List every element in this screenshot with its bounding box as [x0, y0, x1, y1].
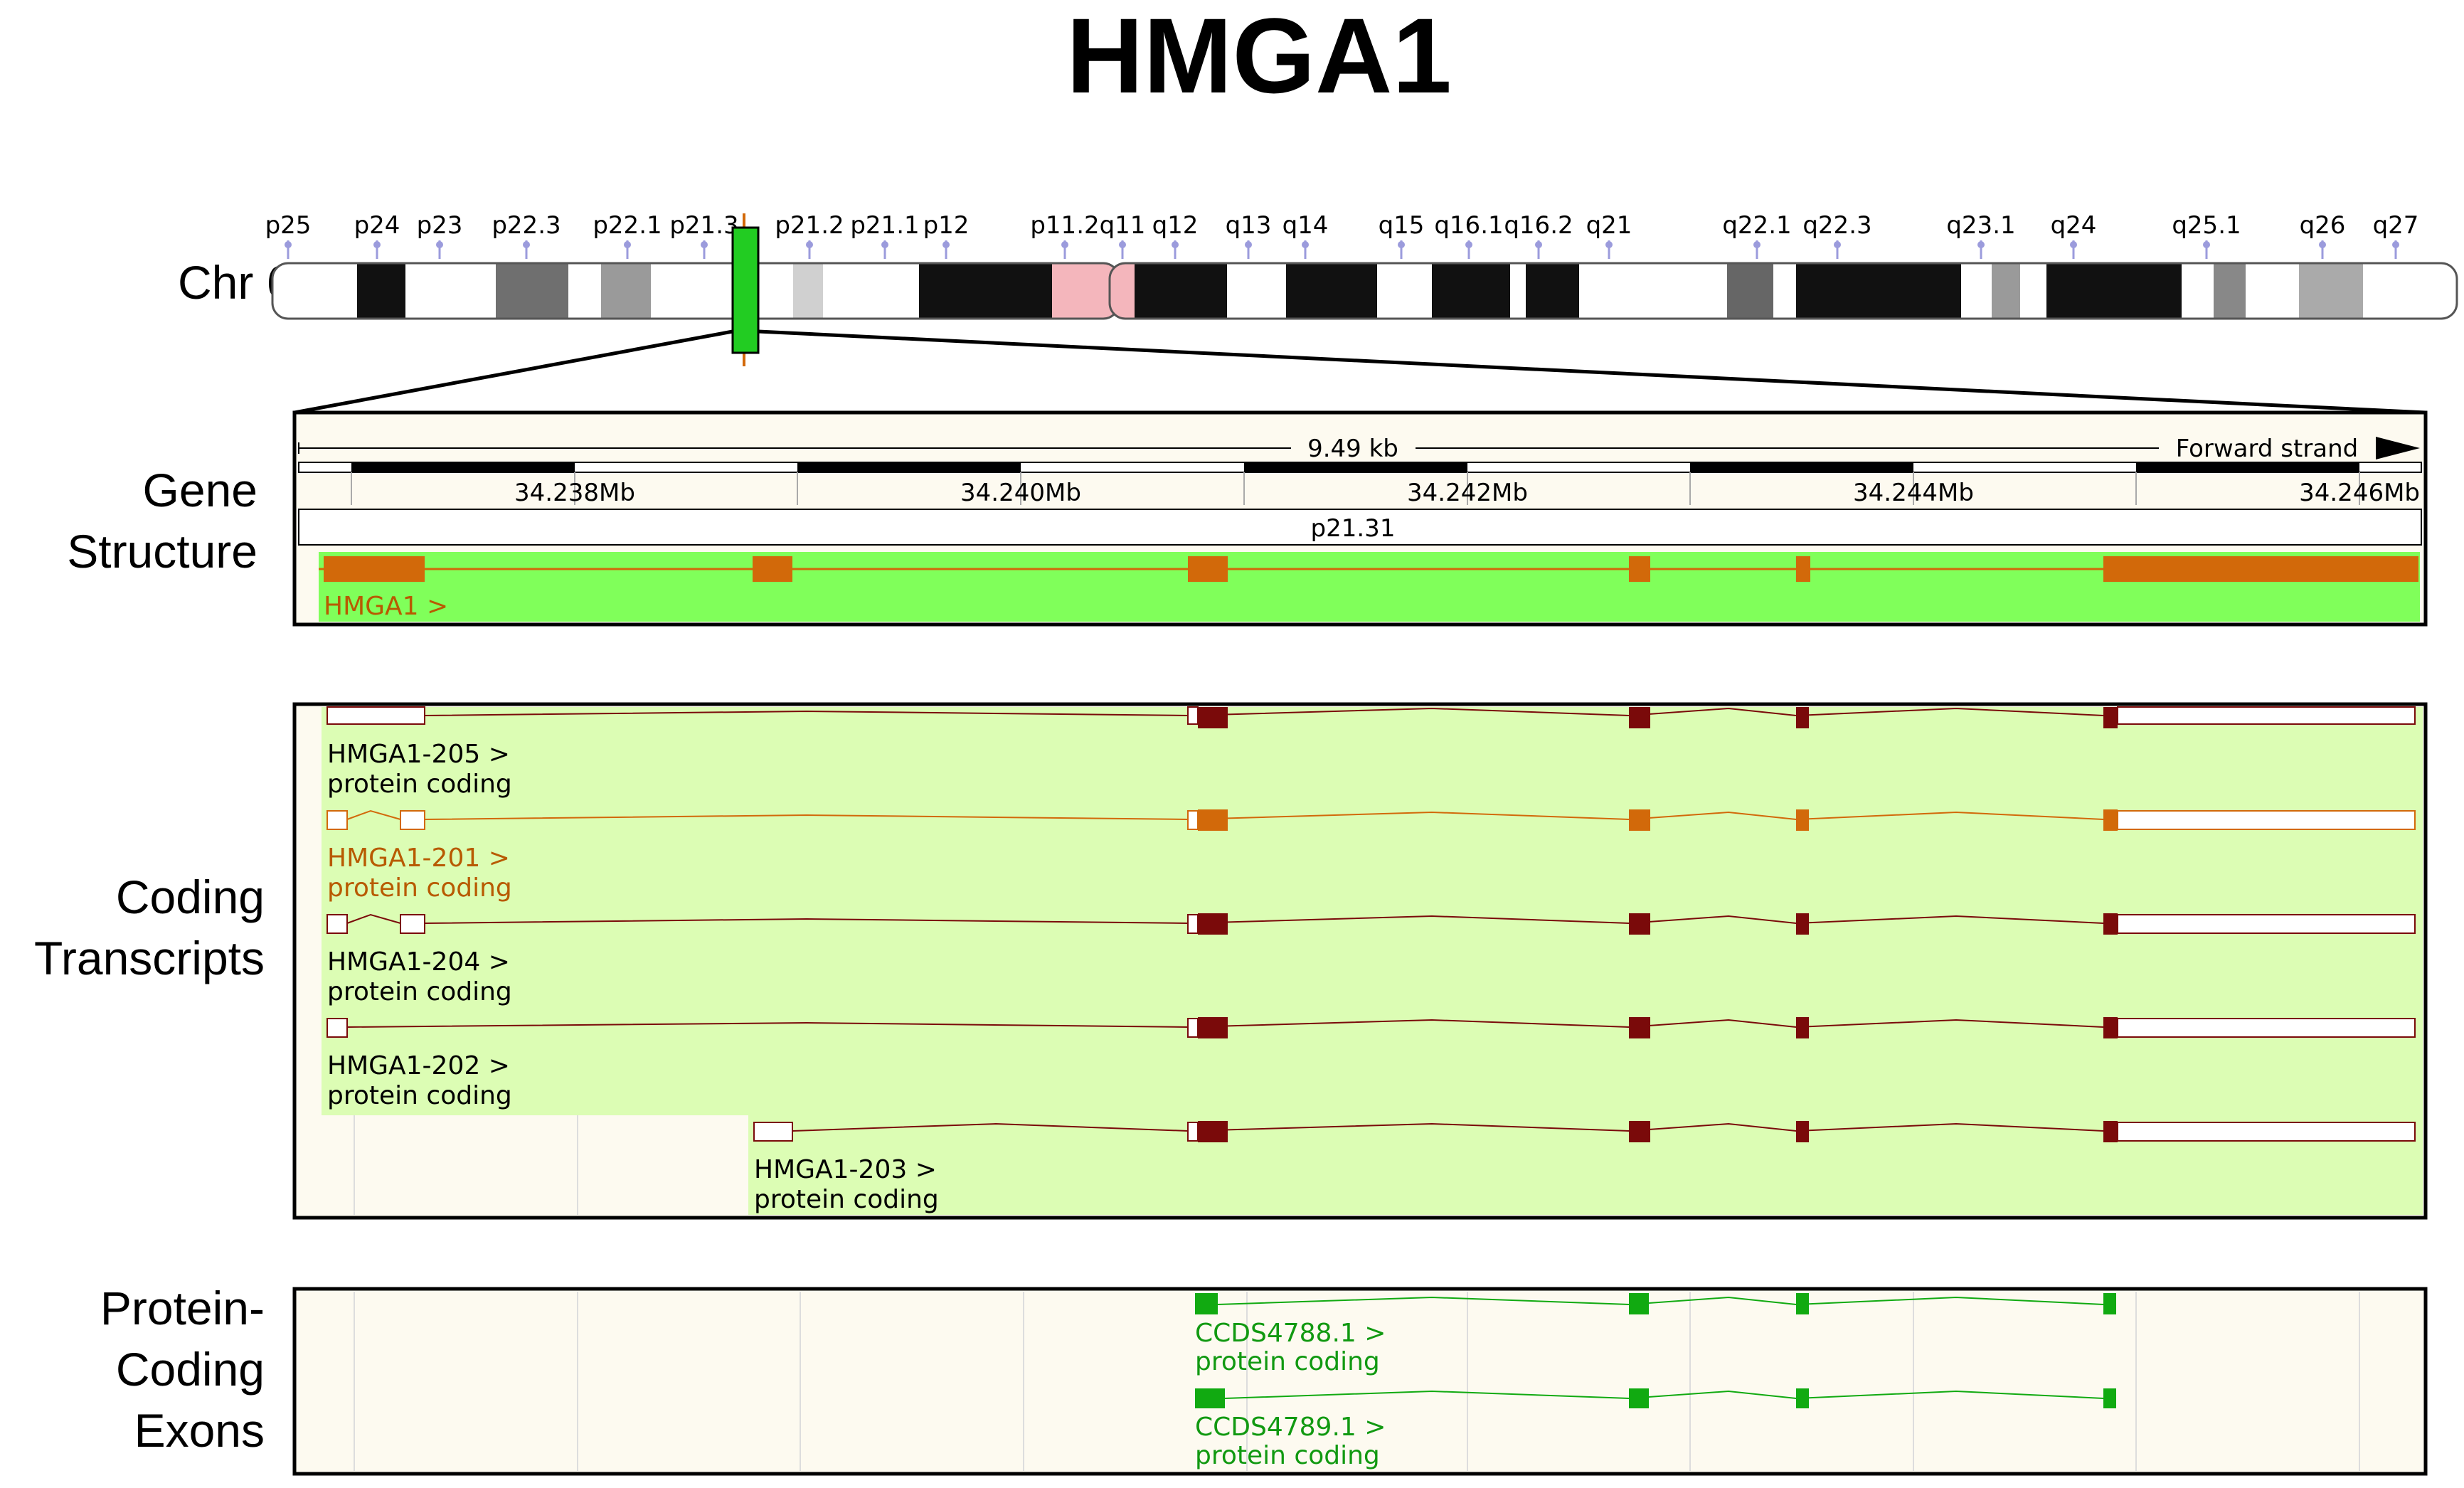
- ccds-name: CCDS4789.1 >: [1195, 1413, 1386, 1442]
- gene-label: HMGA1 >: [324, 592, 448, 621]
- chromosome-ideogram: [271, 213, 2458, 366]
- coord-label: 34.244Mb: [1853, 479, 1974, 507]
- gene-size-label: 9.49 kb: [1307, 435, 1398, 463]
- band-tick-pin: [942, 241, 950, 248]
- band-tick-pin: [1535, 241, 1542, 248]
- band-tick-pin: [436, 241, 443, 248]
- transcript-name: HMGA1-202 >: [327, 1051, 510, 1080]
- band-label: q15: [1379, 211, 1425, 240]
- protein-exons-label-line1: Protein-: [100, 1282, 265, 1334]
- band-label: q11: [1100, 211, 1146, 240]
- band-label: p21.2: [775, 211, 844, 240]
- band-tick-pin: [1977, 241, 1985, 248]
- forward-strand-arrow-icon: [2376, 437, 2420, 459]
- band-tick-pin: [1398, 241, 1405, 248]
- band-label: q13: [1226, 211, 1272, 240]
- band-label: p11.2: [1030, 211, 1099, 240]
- band-label: q26: [2300, 211, 2346, 240]
- band-tick-pin: [1061, 241, 1068, 248]
- band-tick-pin: [1245, 241, 1252, 248]
- band-label: q21: [1586, 211, 1632, 240]
- band-tick-pin: [1605, 241, 1613, 248]
- band-label: q14: [1283, 211, 1329, 240]
- ccds-name: CCDS4788.1 >: [1195, 1319, 1386, 1348]
- band-tick-pin: [881, 241, 888, 248]
- coding-transcripts-label-line1: Coding: [116, 871, 265, 923]
- gene-structure-panel: 9.49 kb Forward strand 34.238Mb 34.240Mb…: [292, 410, 2428, 627]
- transcript-hmga1-204[interactable]: HMGA1-204 > protein coding: [326, 913, 2416, 1006]
- band-label: p22.1: [593, 211, 662, 240]
- band-label: q24: [2051, 211, 2097, 240]
- coord-label: 34.240Mb: [960, 479, 1081, 507]
- ccds-ccds4789[interactable]: CCDS4789.1 > protein coding: [1195, 1388, 2116, 1470]
- gene-structure-label-line2: Structure: [67, 525, 257, 578]
- transcript-name: HMGA1-204 >: [327, 947, 510, 977]
- transcript-hmga1-205[interactable]: HMGA1-205 > protein coding: [326, 706, 2416, 799]
- band-label: p25: [265, 211, 312, 240]
- band-tick-pin: [1834, 241, 1841, 248]
- protein-exons-label-line2: Coding: [116, 1343, 265, 1396]
- band-label: q12: [1152, 211, 1199, 240]
- band-tick-pin: [1753, 241, 1761, 248]
- band-tick-pin: [624, 241, 631, 248]
- band-label: p21.3: [669, 211, 738, 240]
- band-label: q22.3: [1802, 211, 1871, 240]
- band-tick-pin: [523, 241, 530, 248]
- ccds-biotype: protein coding: [1195, 1347, 1380, 1376]
- protein-exons-panel: CCDS4788.1 > protein coding CCDS4789.1 >…: [292, 1287, 2428, 1476]
- transcript-name: HMGA1-205 >: [327, 740, 510, 769]
- coord-label: 34.246Mb: [2299, 479, 2420, 507]
- band-tick-pin: [1119, 241, 1126, 248]
- band-label: p21.1: [850, 211, 919, 240]
- band-tick-pin: [1302, 241, 1309, 248]
- band-tick-pin: [2203, 241, 2210, 248]
- page-title: HMGA1: [1066, 0, 1452, 115]
- protein-exons-label-line3: Exons: [134, 1404, 265, 1457]
- band-label: p22.3: [492, 211, 561, 240]
- band-tick-pin: [1465, 241, 1472, 248]
- coord-label: 34.238Mb: [514, 479, 635, 507]
- band-tick-pin: [2392, 241, 2399, 248]
- transcript-hmga1-202[interactable]: HMGA1-202 > protein coding: [326, 1017, 2416, 1110]
- band-label: p12: [923, 211, 970, 240]
- transcript-hmga1-201[interactable]: HMGA1-201 > protein coding: [326, 809, 2416, 903]
- ccds-ccds4788[interactable]: CCDS4788.1 > protein coding: [1195, 1293, 2116, 1376]
- locus-highlight: [731, 226, 760, 354]
- band-label: q25.1: [2172, 211, 2241, 240]
- band-tick-pin: [701, 241, 708, 248]
- transcript-name: HMGA1-203 >: [754, 1155, 937, 1184]
- band-tick-pin: [2070, 241, 2077, 248]
- zoom-line-right: [758, 329, 2426, 415]
- band-label: q22.1: [1722, 211, 1791, 240]
- strand-label: Forward strand: [2176, 435, 2359, 463]
- band-tick-pin: [2319, 241, 2326, 248]
- band-label: q23.1: [1946, 211, 2015, 240]
- band-tick-pin: [1172, 241, 1179, 248]
- zoom-line-left: [294, 329, 733, 415]
- band-label: p24: [354, 211, 400, 240]
- coding-transcripts-panel: HMGA1-205 > protein coding HMGA1-201 > p…: [292, 702, 2428, 1220]
- band-tick-pin: [373, 241, 381, 248]
- band-name: p21.31: [1311, 514, 1396, 543]
- coding-transcripts-label-line2: Transcripts: [34, 932, 265, 984]
- band-label: p23: [417, 211, 463, 240]
- ccds-biotype: protein coding: [1195, 1441, 1380, 1470]
- transcript-biotype: protein coding: [327, 977, 512, 1006]
- band-label: q16.1: [1434, 211, 1503, 240]
- gene-structure-label-line1: Gene: [143, 464, 257, 516]
- transcript-biotype: protein coding: [327, 770, 512, 799]
- coord-label: 34.242Mb: [1407, 479, 1528, 507]
- band-label: q16.2: [1504, 211, 1573, 240]
- band-label: q27: [2373, 211, 2419, 240]
- band-tick-pin: [806, 241, 813, 248]
- transcript-biotype: protein coding: [327, 873, 512, 903]
- transcript-hmga1-203[interactable]: HMGA1-203 > protein coding: [753, 1121, 2416, 1214]
- transcript-name: HMGA1-201 >: [327, 844, 510, 873]
- band-tick-pin: [285, 241, 292, 248]
- transcript-biotype: protein coding: [754, 1185, 939, 1214]
- transcript-biotype: protein coding: [327, 1081, 512, 1110]
